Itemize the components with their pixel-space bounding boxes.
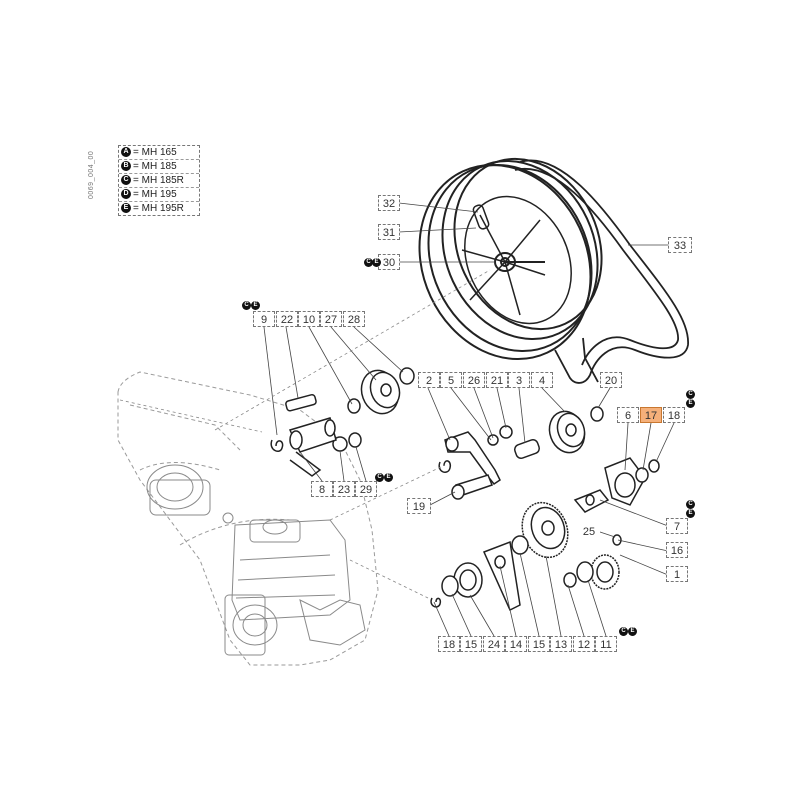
legend-letter: D [121,189,131,200]
part-label-31[interactable]: 31 [378,224,400,240]
part-label-24[interactable]: 24 [483,636,505,652]
legend-model: = MH 165 [133,147,177,158]
part-label-33[interactable]: 33 [668,237,692,253]
legend-letter: C [121,175,131,186]
part-label-25[interactable]: 25 [578,524,600,540]
part-label-1[interactable]: 1 [666,566,688,582]
part-label-15b[interactable]: 15 [528,636,550,652]
part-label-10[interactable]: 10 [298,311,320,327]
part-label-2[interactable]: 2 [418,372,440,388]
part-label-11[interactable]: 11 [595,636,617,652]
tensioner-arm-left [270,393,337,477]
large-pulley [418,157,603,361]
variant-badge-e: E [686,509,695,518]
part-label-12[interactable]: 12 [573,636,595,652]
variant-badge-c: C [686,390,695,399]
variant-badge-e: E [628,627,637,636]
part-label-28[interactable]: 28 [343,311,365,327]
part-label-30[interactable]: 30 [378,254,400,270]
part-label-14[interactable]: 14 [505,636,527,652]
legend-row: A= MH 165 [119,146,199,160]
part-label-5[interactable]: 5 [440,372,462,388]
part-label-8[interactable]: 8 [311,481,333,497]
engine-frame-outline [117,371,379,666]
part-label-6[interactable]: 6 [617,407,639,423]
part-label-17-selected[interactable]: 17 [640,407,662,423]
legend-row: C= MH 185R [119,174,199,188]
legend-model: = MH 195R [133,203,184,214]
part-label-18[interactable]: 18 [663,407,685,423]
legend-model: = MH 195 [133,189,177,200]
v-belt [514,159,689,384]
idler-pulley-mid [438,406,604,500]
part-label-29[interactable]: 29 [355,481,377,497]
variant-badge-e: E [251,301,260,310]
variant-badge-c: C [619,627,628,636]
part-label-7[interactable]: 7 [666,518,688,534]
variant-badge-c: C [375,473,384,482]
idler-pulley-left [332,367,415,452]
part-label-18b[interactable]: 18 [438,636,460,652]
legend-letter: B [121,161,131,172]
part-label-21[interactable]: 21 [486,372,508,388]
part-label-26[interactable]: 26 [463,372,485,388]
legend-model: = MH 185 [133,161,177,172]
legend-letter: A [121,147,131,158]
variant-badge-e: E [384,473,393,482]
legend-row: D= MH 195 [119,188,199,202]
variant-badge-e: E [686,399,695,408]
part-label-32[interactable]: 32 [378,195,400,211]
legend-letter: E [121,203,131,214]
part-label-3[interactable]: 3 [508,372,530,388]
part-label-23[interactable]: 23 [333,481,355,497]
part-label-15[interactable]: 15 [460,636,482,652]
part-label-9[interactable]: 9 [253,311,275,327]
gear-group-right [430,457,660,612]
part-label-13[interactable]: 13 [550,636,572,652]
variant-badge-c: C [242,301,251,310]
part-label-4[interactable]: 4 [531,372,553,388]
variant-badge-e: E [372,258,381,267]
part-label-19[interactable]: 19 [407,498,431,514]
part-label-27[interactable]: 27 [320,311,342,327]
part-label-20[interactable]: 20 [600,372,622,388]
variant-badge-c: C [686,500,695,509]
model-legend: A= MH 165 B= MH 185 C= MH 185R D= MH 195… [118,145,200,216]
legend-row: E= MH 195R [119,202,199,215]
legend-model: = MH 185R [133,175,184,186]
drawing-code: 0069_004_00 [88,150,95,200]
legend-row: B= MH 185 [119,160,199,174]
part-label-22[interactable]: 22 [276,311,298,327]
engine-block [146,464,366,656]
part-label-16[interactable]: 16 [666,542,688,558]
variant-badge-c: C [364,258,373,267]
leader-lines [119,202,675,637]
